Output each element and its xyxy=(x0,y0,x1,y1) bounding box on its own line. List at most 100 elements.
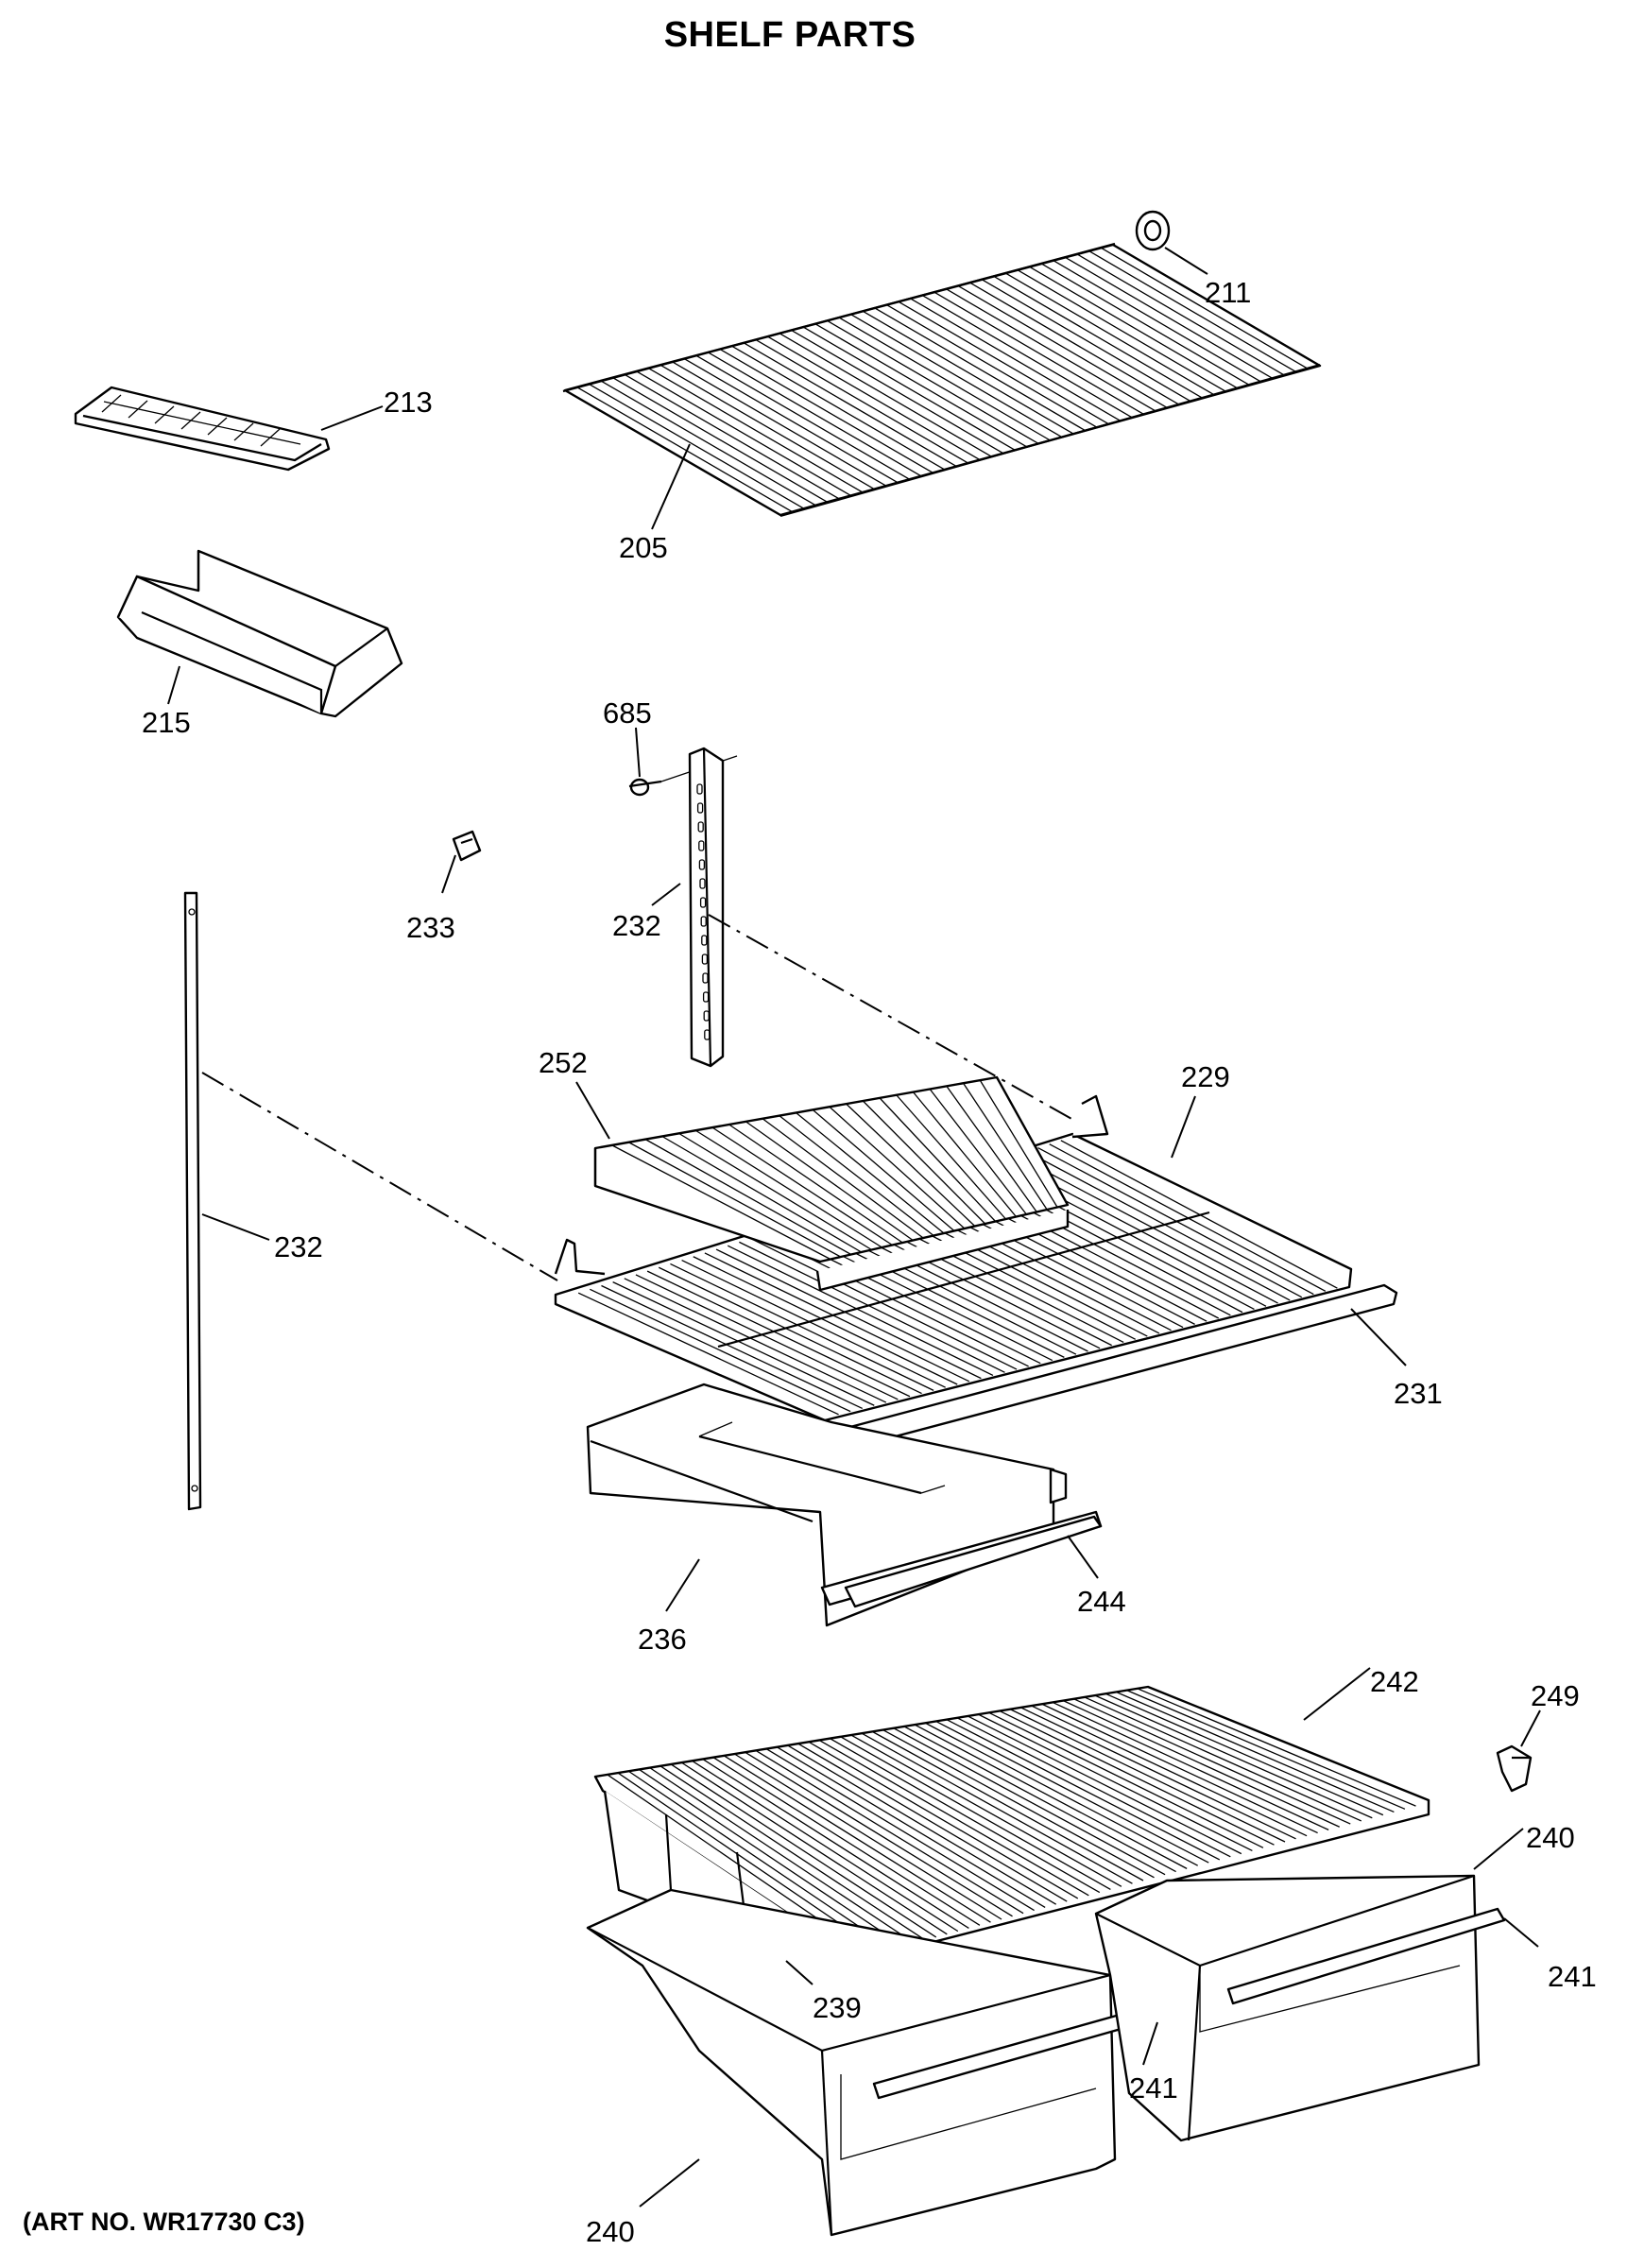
rail-232-slot xyxy=(699,878,706,889)
shelf-205-wire xyxy=(767,335,981,461)
shelf-205-wire xyxy=(719,348,933,473)
shelf-205-wire xyxy=(933,291,1145,416)
shelf-229-wire xyxy=(577,1292,839,1416)
shelf-205-wire xyxy=(576,387,793,513)
rail-232-slot xyxy=(696,802,704,814)
callout-240-right: 240 xyxy=(1526,1821,1575,1854)
rail-232-slot xyxy=(696,783,703,795)
callout-232-upper: 232 xyxy=(612,909,661,942)
cover-242-rib xyxy=(681,1761,948,1935)
shelf-205-wire xyxy=(743,342,957,468)
shelf-205-wire xyxy=(683,357,899,484)
cover-242-rib xyxy=(1073,1698,1351,1825)
cover-242-rib xyxy=(1094,1694,1373,1819)
cover-242-rib xyxy=(712,1757,981,1926)
cover-242-rib xyxy=(915,1724,1188,1869)
cover-252-rib xyxy=(979,1079,1058,1208)
shelf-205-wire xyxy=(827,319,1039,444)
shelf-205-wire xyxy=(993,275,1204,399)
part-213-ice-tray xyxy=(74,386,331,472)
shelf-205-wire xyxy=(1065,256,1274,380)
cover-242-rib xyxy=(724,1755,991,1923)
cover-242-rib xyxy=(649,1767,916,1944)
cover-242-rib xyxy=(1084,1696,1362,1822)
cover-252-rib xyxy=(762,1118,924,1239)
rail-232-slot xyxy=(697,821,704,833)
cover-252-rib xyxy=(611,1144,831,1261)
cover-242-rib xyxy=(777,1746,1046,1908)
cover-252-rib xyxy=(946,1085,1037,1212)
shelf-205-wire xyxy=(1029,266,1239,389)
cover-252-rib xyxy=(728,1124,903,1244)
cover-252-rib xyxy=(963,1082,1048,1211)
cover-242-rib xyxy=(659,1765,926,1941)
shelf-205-wire xyxy=(862,310,1074,435)
leader-lines xyxy=(167,247,1541,2208)
callout-241-left: 241 xyxy=(1129,2071,1178,2105)
callout-213: 213 xyxy=(384,386,433,419)
shelf-205-wire xyxy=(969,282,1180,405)
cover-242-rib xyxy=(872,1730,1144,1881)
shelf-205-wire xyxy=(1017,269,1227,393)
rail-232-slot xyxy=(701,954,709,965)
cover-252-rib xyxy=(745,1121,914,1242)
callout-252: 252 xyxy=(539,1046,588,1079)
cover-242-rib xyxy=(1041,1703,1318,1834)
shelf-229-wire xyxy=(670,1263,934,1391)
callout-232-lower: 232 xyxy=(274,1230,323,1263)
shelf-205-wire xyxy=(647,368,864,493)
shelf-205-wire xyxy=(707,352,922,477)
cover-242-rib xyxy=(903,1726,1176,1873)
alignment-line-left xyxy=(201,1072,558,1281)
cover-242-rib xyxy=(1105,1692,1384,1816)
shelf-205-wire xyxy=(791,329,1004,455)
cover-242-rib xyxy=(1009,1709,1286,1843)
shelf-205-wire xyxy=(981,279,1191,403)
rail-232-slot xyxy=(698,840,705,851)
shelf-205-wire xyxy=(588,383,805,509)
rail-232-slot xyxy=(699,897,707,908)
shelf-205-wire xyxy=(695,354,910,480)
cover-252-rib xyxy=(879,1097,997,1222)
shelf-205-wire xyxy=(957,284,1168,409)
cover-242-rib xyxy=(745,1751,1013,1917)
callout-249: 249 xyxy=(1531,1679,1580,1712)
shelf-229-wire xyxy=(739,1241,1005,1373)
shelf-205-wire xyxy=(898,301,1109,425)
callout-205: 205 xyxy=(619,531,668,564)
shelf-205-wire xyxy=(672,361,887,487)
shelf-205-wire xyxy=(659,364,875,490)
cover-242-rib xyxy=(797,1743,1068,1902)
shelf-229-wire xyxy=(646,1270,911,1398)
cover-242-rib xyxy=(808,1741,1079,1899)
shelf-205-wire xyxy=(1101,247,1309,369)
cover-242-rib xyxy=(1116,1691,1395,1813)
rail-232-slot xyxy=(702,991,710,1003)
callout-240-left: 240 xyxy=(586,2215,635,2248)
callout-242: 242 xyxy=(1370,1665,1419,1698)
callout-229: 229 xyxy=(1181,1060,1230,1093)
cover-242-rib xyxy=(702,1759,969,1930)
cover-242-rib xyxy=(946,1719,1221,1861)
cover-252-rib xyxy=(929,1089,1027,1215)
part-240-left-crisper xyxy=(586,1888,1153,2237)
part-252-shelf-cover xyxy=(593,1075,1070,1292)
shelf-205-wire xyxy=(910,298,1122,421)
cover-242-rib xyxy=(830,1738,1101,1894)
part-249-bracket xyxy=(1496,1744,1533,1793)
part-232-upper-rail xyxy=(688,747,725,1068)
part-240-right-crisper xyxy=(1094,1874,1506,2142)
shelf-205-wire xyxy=(886,304,1098,428)
shelf-229-wire xyxy=(715,1248,982,1380)
shelf-229-wire xyxy=(681,1260,946,1388)
cover-242-rib xyxy=(766,1748,1035,1912)
cover-252-rib xyxy=(678,1132,872,1251)
shelf-229-wire xyxy=(727,1245,994,1377)
part-232-lower-rail xyxy=(183,891,202,1511)
cover-242-rib xyxy=(628,1770,893,1950)
cover-252-rib xyxy=(694,1129,882,1248)
shelf-229-wire xyxy=(693,1256,958,1385)
shelf-205-wire xyxy=(802,326,1016,451)
callout-233: 233 xyxy=(406,911,455,944)
page-title: SHELF PARTS xyxy=(663,15,916,55)
